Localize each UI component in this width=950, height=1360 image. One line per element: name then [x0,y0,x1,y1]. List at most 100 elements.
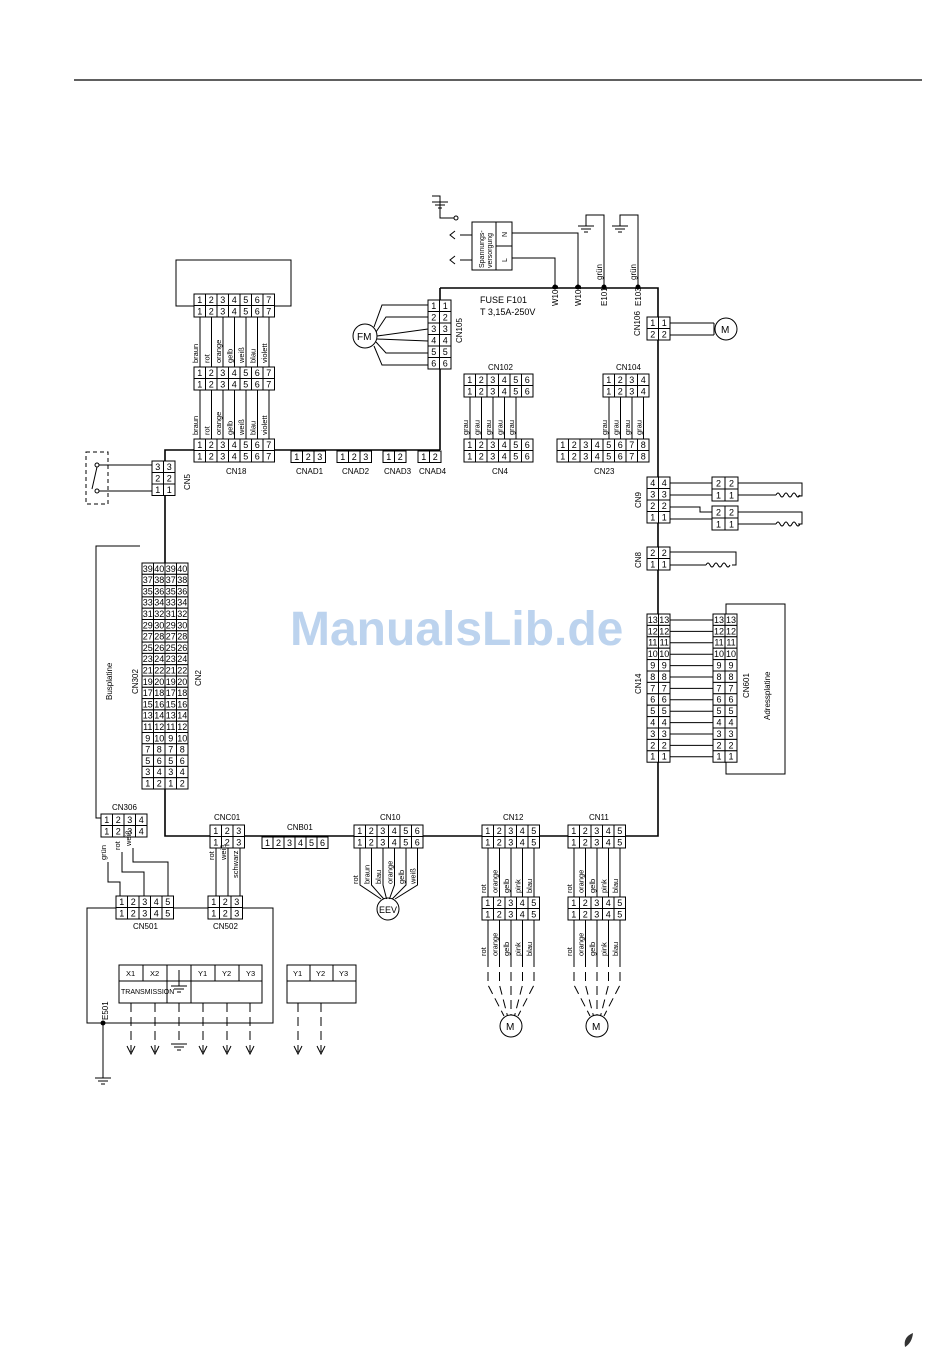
cn2-pin: 7 [164,743,177,756]
cn102-pin: 2 [475,385,488,398]
cn18-mid-pin: 5 [239,366,252,379]
cn11-plug-pin: 5 [613,896,626,909]
busplatine-label: Busplatine [105,662,114,700]
cn14-pin-num: 8 [650,672,655,682]
cn2-pin-num: 12 [177,722,187,732]
cn105-pin-num: 4 [443,336,448,346]
cn18-mid-pin: 6 [251,378,264,391]
ground-wire-color-e101: grün [595,264,604,280]
cn5-pin: 2 [151,472,164,485]
cn18-mid-pin: 1 [193,366,206,379]
cn14-pin-num: 9 [650,661,655,671]
cn12-plug-pin-num: 1 [485,898,490,908]
cn104-pin-num: 1 [606,387,611,397]
cn11-plug-pin: 3 [590,896,603,909]
cn102-pin: 2 [475,373,488,386]
cn18-wire-color: braun [191,416,200,435]
cn12-plug-pin: 3 [504,896,517,909]
cn23-pin: 7 [625,450,638,463]
cn501-pin-num: 4 [154,909,159,919]
cn18-wire-color: weiß [237,347,246,364]
cn2-pin-num: 25 [166,643,176,653]
cn23-pin-num: 5 [606,452,611,462]
cn2-pin: 27 [164,630,177,643]
cn10-pin: 6 [411,836,424,849]
cnb01-pin-num: 3 [287,838,292,848]
cn11-pin-num: 5 [617,838,622,848]
cn9-plug-b-pin: 2 [711,505,726,519]
cn302-pin: 8 [153,743,166,756]
cn23-pin-num: 4 [595,452,600,462]
cn23-pin: 3 [579,438,592,451]
label-cn23: CN23 [594,467,615,476]
cn2-pin: 28 [176,630,189,643]
cn302-pin: 27 [141,630,154,643]
cn601-pin: 6 [724,693,738,706]
cn601-pin-num: 2 [716,740,721,750]
cn104-pin: 2 [614,385,627,398]
cn5-pin: 3 [151,460,164,473]
cn306-wire-color: rot [113,840,122,850]
cn4-pin-num: 6 [525,440,530,450]
cn105-pin: 3 [439,322,452,335]
switch [85,451,152,505]
cn601-pin-num: 13 [726,615,736,625]
cn23-wire-color: grau [623,420,632,435]
cn501-pin-num: 3 [142,897,147,907]
cnc01-pin: 1 [209,824,222,837]
cn302-pin: 37 [141,573,154,587]
fuse-rating: T 3,15A-250V [480,307,535,317]
cn9-pin-num: 2 [662,501,667,511]
cn12-plug-pin-num: 1 [485,910,490,920]
cn8-pin: 2 [658,546,671,559]
cn2-pin: 5 [164,754,177,767]
cn104-pin: 1 [602,385,615,398]
cn12-wire-color: gelb [502,942,511,956]
cn18-board-pin-num: 3 [220,440,225,450]
cn2-pin-num: 27 [166,632,176,642]
cn23-pin: 5 [602,450,615,463]
cn23-pin: 2 [568,438,581,451]
cn306-pin: 2 [112,813,125,826]
cn18-top-pin: 4 [228,305,241,318]
cn23-pin-num: 8 [641,440,646,450]
cn106-pin: 1 [646,316,659,329]
cn14-pin-num: 2 [650,740,655,750]
cn9-plug-b-pin: 1 [711,517,726,531]
cn302-pin-num: 17 [143,688,153,698]
cn502-pin: 2 [219,907,232,920]
cn4-pin: 6 [521,450,534,463]
cn2-pin: 18 [176,686,189,700]
cn2-pin-num: 18 [177,688,187,698]
cn306-pin: 1 [100,825,113,838]
cn601-pin: 8 [724,670,738,683]
cn23-pin: 5 [602,438,615,451]
cn8-pin: 1 [658,558,671,571]
cn2-pin: 40 [176,562,189,575]
cn12-wire-color: rot [479,883,488,893]
cn18-wire-color: violett [260,414,269,435]
cn12-pin: 2 [493,836,506,849]
cn11-wire-color: orange [577,933,586,956]
cn302-pin-num: 12 [154,722,164,732]
cn105-pin: 6 [439,357,452,370]
cn18-top-pin: 6 [251,305,264,318]
terminal-y3: Y3 [246,969,255,978]
cn11-pin-num: 1 [571,838,576,848]
cn12-plug-pin: 2 [493,908,506,921]
cn10-wire-color: orange [386,861,395,884]
cn18-mid-pin-num: 3 [220,380,225,390]
cn2-pin-num: 34 [177,598,187,608]
cn12-pin-num: 2 [497,826,502,836]
cn601-pin: 11 [724,636,738,649]
cnad3-pin: 1 [382,450,395,463]
cn14-pin: 13 [658,613,671,626]
cn601-pin: 7 [712,681,726,695]
cn18-board-pin: 6 [251,450,264,463]
cn601-pin-num: 5 [728,706,733,716]
cn2-pin: 17 [164,686,177,700]
cn18-board-pin: 5 [239,450,252,463]
cn2-pin: 35 [164,585,177,598]
